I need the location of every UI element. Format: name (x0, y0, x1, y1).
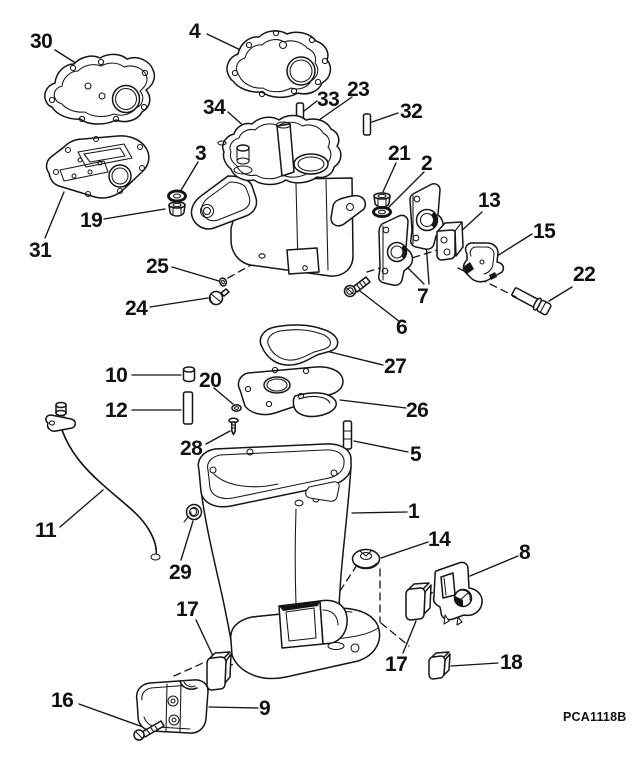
part-12-stud (182, 391, 194, 425)
callout-part-3: 3 (195, 142, 207, 165)
diagram-code: PCA1118B (563, 710, 627, 724)
part-30-gasket-drawing (44, 53, 156, 125)
part-23-upper-housing-drawing (190, 114, 366, 277)
part-28-screw (228, 417, 239, 436)
callout-part-23: 23 (347, 78, 370, 101)
part-25-ring (218, 277, 228, 287)
callout-part-17-left: 17 (176, 598, 199, 621)
callout-part-17-right: 17 (385, 653, 408, 676)
callout-part-33: 33 (317, 88, 340, 111)
part-7-bracket-right (409, 183, 444, 250)
part-26-plate-drawing (237, 366, 344, 418)
callout-part-7: 7 (417, 285, 429, 308)
callout-part-5: 5 (410, 443, 422, 466)
callout-part-2: 2 (421, 152, 433, 175)
callout-part-11: 11 (35, 519, 57, 542)
callout-part-12: 12 (105, 399, 128, 422)
part-24-screw (208, 288, 230, 306)
callout-part-32: 32 (400, 100, 423, 123)
callout-part-29: 29 (169, 561, 192, 584)
part-17-block-right (405, 582, 432, 621)
part-29-grommet (183, 503, 203, 523)
leader-lines (44, 33, 573, 728)
part-15-bracket-drawing (462, 242, 505, 283)
callout-part-6: 6 (396, 316, 408, 339)
callout-part-8: 8 (519, 541, 531, 564)
callout-part-30: 30 (30, 30, 53, 53)
callout-part-31: 31 (29, 239, 52, 262)
callout-part-4: 4 (189, 20, 201, 43)
callout-part-15: 15 (533, 220, 556, 243)
callout-part-26: 26 (406, 399, 429, 422)
part-17-block-left (206, 651, 232, 691)
part-5-stud (342, 420, 353, 450)
callout-part-22: 22 (573, 263, 596, 286)
callout-part-19: 19 (80, 209, 103, 232)
part-18-block (428, 651, 451, 680)
callout-part-1: 1 (408, 500, 420, 523)
part-6-screw-drawing (343, 276, 371, 298)
callout-part-21: 21 (388, 142, 411, 165)
callout-part-27: 27 (384, 355, 407, 378)
callout-part-34: 34 (203, 96, 226, 119)
callout-part-18: 18 (500, 651, 523, 674)
callout-part-24: 24 (125, 297, 148, 320)
part-16-screw-drawing (133, 720, 165, 741)
part-8-bracket-drawing (432, 561, 483, 626)
part-22-bolt-drawing (511, 287, 552, 316)
part-7-bracket-left (378, 214, 414, 286)
callout-part-9: 9 (259, 697, 271, 720)
callout-part-20: 20 (199, 369, 222, 392)
part-19-nut (168, 201, 186, 217)
part-3-washer (167, 189, 187, 203)
part-2-washer (372, 206, 392, 218)
part-11-water-tube-drawing (45, 401, 161, 561)
part-20-ring (231, 404, 242, 412)
callout-part-28: 28 (180, 437, 203, 460)
callout-part-16: 16 (51, 689, 74, 712)
callout-part-13: 13 (478, 189, 501, 212)
part-9-clamp-drawing (135, 679, 209, 734)
part-14-grommet (351, 548, 381, 570)
callout-part-10: 10 (105, 364, 128, 387)
part-1-exhaust-housing-drawing (197, 443, 381, 680)
part-13-mount-block-drawing (436, 221, 464, 261)
part-4-gasket-drawing (226, 29, 332, 99)
part-21-nut (373, 192, 391, 208)
callout-part-14: 14 (428, 528, 451, 551)
part-27-seal-drawing (259, 324, 339, 366)
part-32-stud (362, 113, 372, 136)
part-31-plate-drawing (45, 135, 150, 199)
callout-part-25: 25 (146, 255, 169, 278)
part-10-pin (182, 366, 196, 383)
